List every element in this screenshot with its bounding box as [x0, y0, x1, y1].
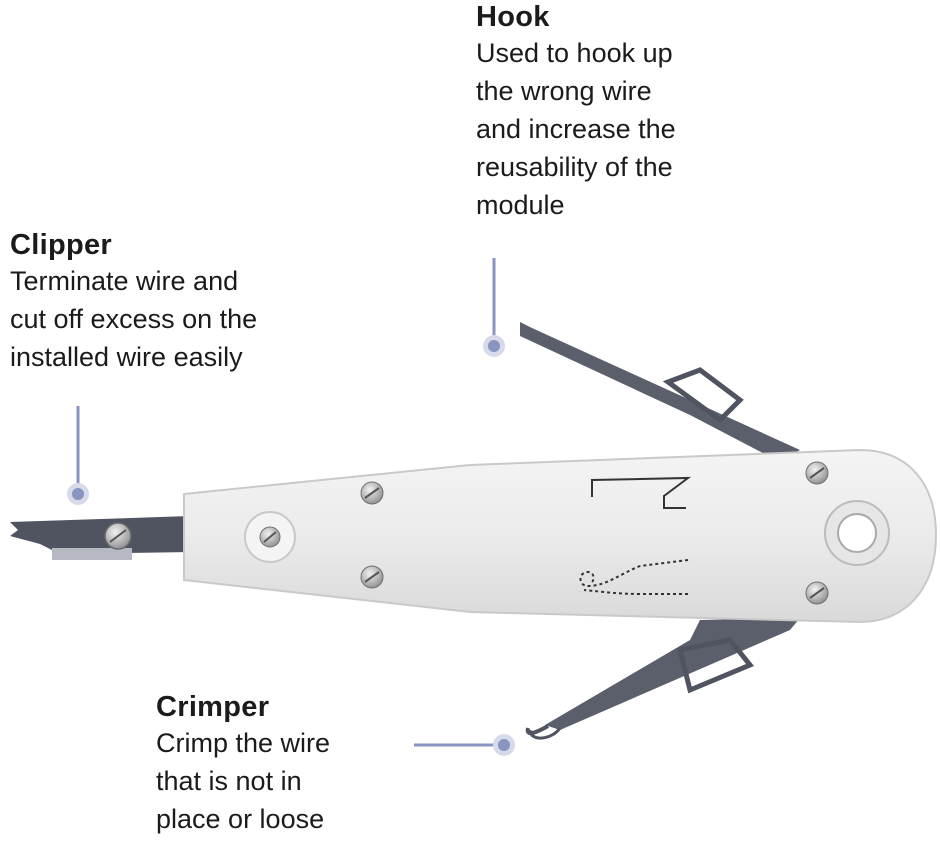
hook-icon — [579, 559, 689, 595]
blade-icon — [591, 476, 692, 509]
screw-icon — [104, 522, 132, 550]
crimper-desc-line: place or loose — [156, 804, 325, 834]
hook-title: Hook — [476, 1, 550, 33]
crimper-desc-line: Crimp the wire — [156, 728, 331, 758]
crimper-title: Crimper — [156, 691, 270, 723]
hook-desc-line: and increase the — [476, 114, 676, 144]
hook-desc-line: reusability of the — [476, 152, 673, 182]
crimper-callout: Crimper Crimp the wire that is not in pl… — [156, 690, 416, 838]
hook-desc-line: Used to hook up — [476, 38, 673, 68]
screw-icon — [805, 461, 829, 485]
clipper-blade — [10, 516, 192, 560]
hook-callout: Hook Used to hook up the wrong wire and … — [476, 0, 776, 224]
clipper-callout: Clipper Terminate wire and cut off exces… — [10, 228, 340, 376]
pointer-hook — [483, 258, 505, 357]
screw-icon — [360, 481, 384, 505]
hook-desc-line: the wrong wire — [476, 76, 652, 106]
screw-icon — [259, 526, 281, 548]
clipper-desc-line: installed wire easily — [10, 342, 243, 372]
pointer-clipper — [67, 406, 89, 505]
clipper-desc-line: Terminate wire and — [10, 266, 239, 296]
pointer-crimper — [414, 734, 515, 756]
hook-desc-line: module — [476, 190, 565, 220]
crimper-blade — [525, 618, 800, 740]
clipper-title: Clipper — [10, 229, 112, 261]
hook-blade — [520, 322, 800, 462]
clipper-desc-line: cut off excess on the — [10, 304, 258, 334]
crimper-desc-line: that is not in — [156, 766, 302, 796]
screw-icon — [805, 581, 829, 605]
screw-icon — [360, 565, 384, 589]
